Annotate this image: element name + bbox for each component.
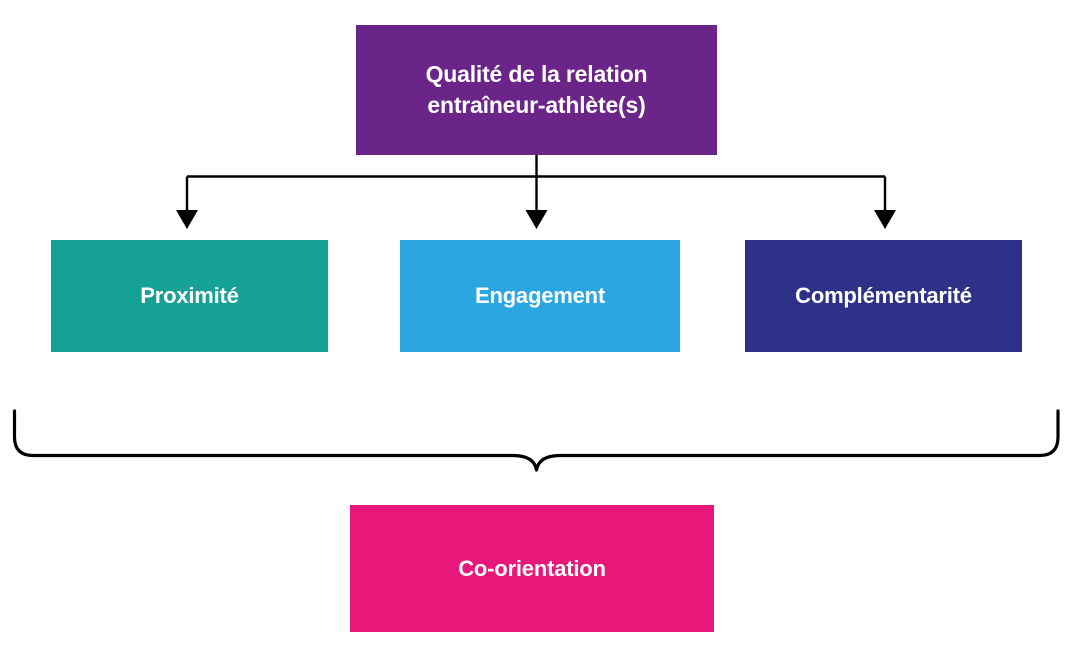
arrowhead-proximite-icon	[176, 210, 198, 229]
node-qualite-relation[interactable]: Qualité de la relation entraîneur-athlèt…	[356, 25, 717, 155]
node-complementarite[interactable]: Complémentarité	[745, 240, 1022, 352]
node-complementarite-label: Complémentarité	[795, 283, 972, 309]
node-coorientation-label: Co-orientation	[458, 555, 606, 581]
node-engagement-label: Engagement	[474, 283, 606, 309]
node-engagement[interactable]: Engagement	[400, 240, 680, 352]
grouping-brace-icon	[12, 409, 1060, 472]
node-qualite-relation-label: Qualité de la relation entraîneur-athlèt…	[425, 60, 648, 118]
arrowhead-complementarite-icon	[874, 210, 896, 229]
node-proximite-label: Proximité	[140, 283, 239, 309]
arrowhead-engagement-icon	[525, 210, 548, 229]
node-coorientation[interactable]: Co-orientation	[350, 505, 714, 632]
node-proximite[interactable]: Proximité	[51, 240, 328, 352]
